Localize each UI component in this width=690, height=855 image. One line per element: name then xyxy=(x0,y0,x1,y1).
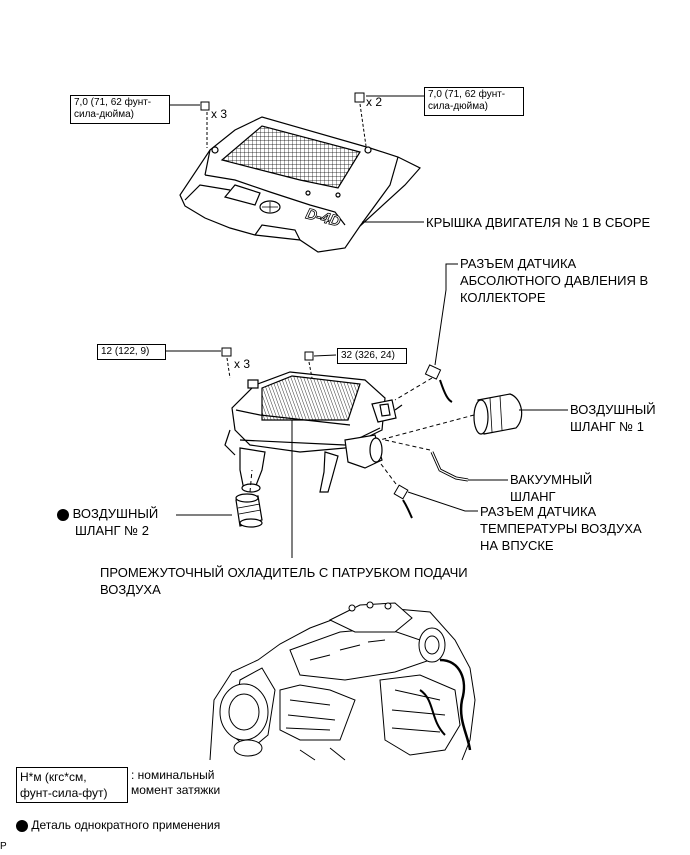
corner-mark: P xyxy=(0,841,7,852)
legend-units-box: Н*м (кгс*см, фунт-сила-фут) xyxy=(16,767,128,803)
cover-nuts-qty: x 2 xyxy=(366,95,383,109)
engine-cover xyxy=(179,116,421,253)
label-vacuum-hose: ВАКУУМНЫЙ ШЛАНГ xyxy=(510,472,593,504)
cooler-bolt-right xyxy=(304,351,314,379)
iat-sensor-connector xyxy=(393,484,413,519)
legend-non-reusable: Деталь однократного применения xyxy=(16,818,220,833)
non-reusable-marker xyxy=(57,508,69,521)
cover-bolt-left xyxy=(200,101,210,148)
cooler-bolts-qty: x 3 xyxy=(234,357,251,371)
torque-spec-cooler-bolts: 12 (122, 9) xyxy=(97,344,166,360)
label-air-hose-2: ВОЗДУШНЫЙ ШЛАНГ № 2 xyxy=(57,505,158,539)
map-sensor-connector xyxy=(424,364,453,403)
engine-assembly xyxy=(209,601,476,761)
torque-spec-cooler-right-bolt: 32 (326, 24) xyxy=(337,348,407,364)
torque-spec-cover-nuts: 7,0 (71, 62 фунт- сила-дюйма) xyxy=(424,87,524,116)
air-hose-1 xyxy=(473,393,523,435)
cover-bolts-qty: x 3 xyxy=(211,107,228,121)
label-intercooler: ПРОМЕЖУТОЧНЫЙ ОХЛАДИТЕЛЬ С ПАТРУБКОМ ПОД… xyxy=(100,565,468,597)
air-hose-2 xyxy=(235,493,263,528)
label-map-sensor-connector: РАЗЪЕМ ДАТЧИКА АБСОЛЮТНОГО ДАВЛЕНИЯ В КО… xyxy=(460,256,649,305)
cooler-bolt-left xyxy=(221,347,232,379)
cover-nut-right xyxy=(354,92,367,147)
non-reusable-legend-dot xyxy=(16,819,28,832)
torque-spec-cover-bolts: 7,0 (71, 62 фунт- сила-дюйма) xyxy=(70,95,170,124)
label-air-hose-1: ВОЗДУШНЫЙ ШЛАНГ № 1 xyxy=(570,402,656,434)
intercooler xyxy=(224,371,403,493)
label-engine-cover: КРЫШКА ДВИГАТЕЛЯ № 1 В СБОРЕ xyxy=(426,215,651,230)
label-iat-sensor-connector: РАЗЪЕМ ДАТЧИКА ТЕМПЕРАТУРЫ ВОЗДУХА НА ВП… xyxy=(480,504,642,553)
legend-units-desc: : номинальный момент затяжки xyxy=(131,768,221,797)
vacuum-hose xyxy=(430,451,469,482)
